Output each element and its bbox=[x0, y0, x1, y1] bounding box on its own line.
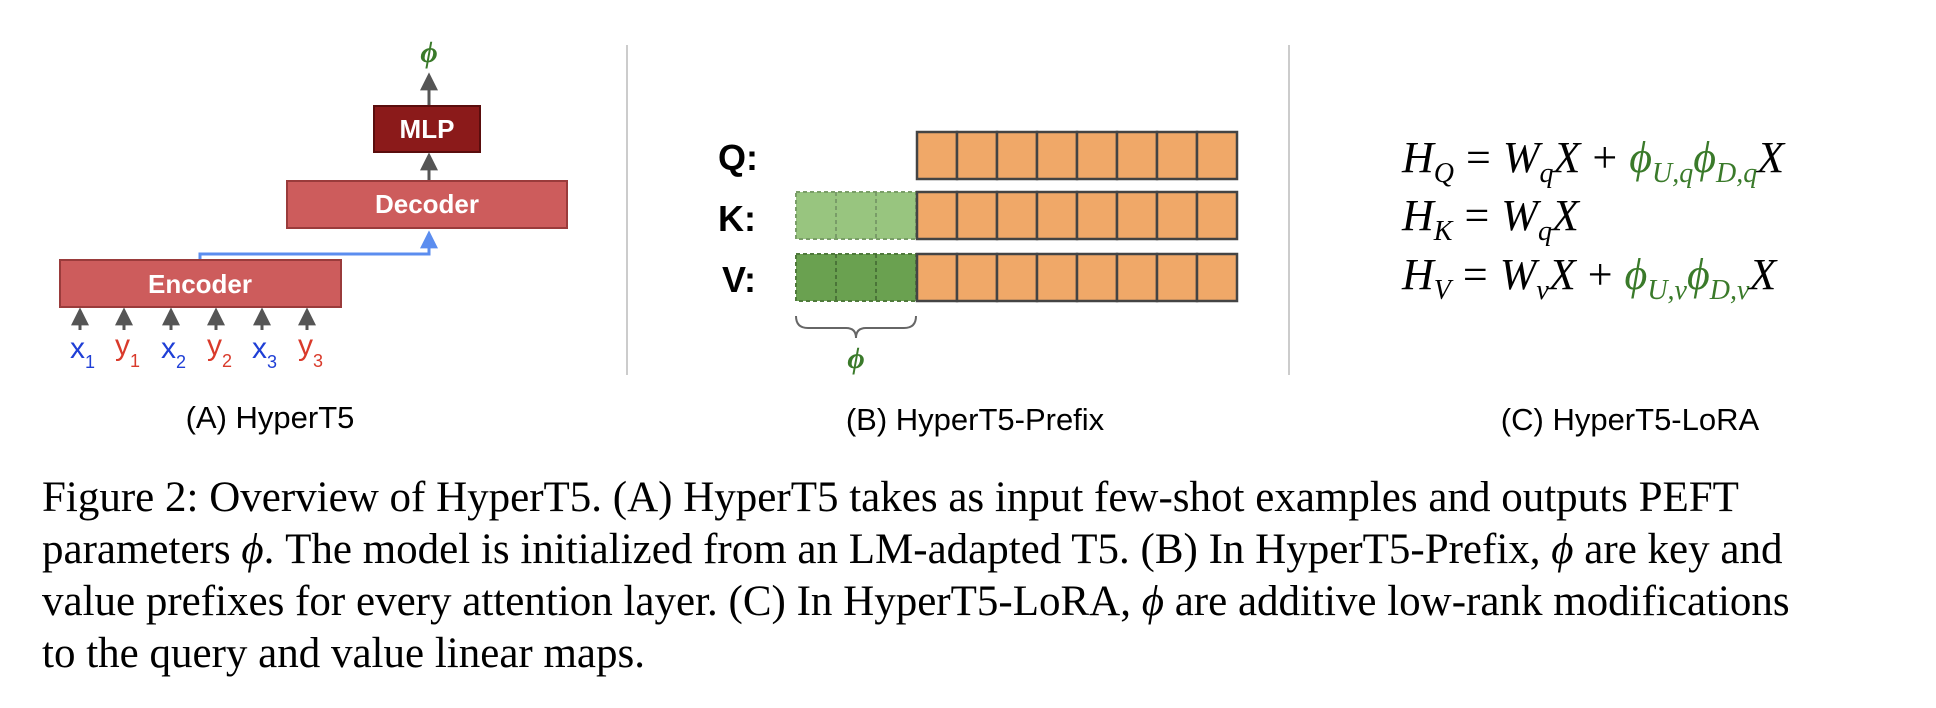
v-token-cell bbox=[1155, 252, 1199, 303]
encoder-block bbox=[59, 259, 342, 308]
k-token-cell bbox=[915, 190, 959, 241]
equation-hk: HK=WqX bbox=[1401, 191, 1581, 247]
q-token-cell bbox=[1075, 130, 1119, 181]
v-token-cell bbox=[1195, 252, 1239, 303]
q-token-cell bbox=[1115, 130, 1159, 181]
encoder-label: Encoder bbox=[148, 269, 252, 299]
panel-c: HQ=WqX+ϕU,qϕD,qX HK=WqX HV=WvX+ϕU,vϕD,vX… bbox=[1401, 133, 1786, 437]
prefix-brace bbox=[795, 315, 917, 339]
input-y2: y2 bbox=[207, 329, 232, 371]
panel-b-caption: (B) HyperT5-Prefix bbox=[846, 402, 1105, 437]
prefix-phi: ϕ bbox=[847, 342, 864, 375]
v-token-cell bbox=[995, 252, 1039, 303]
v-token-cell bbox=[1075, 252, 1119, 303]
panel-a: ϕ MLP Decoder Encoder x1 y1 x2 y2 x3 y bbox=[59, 36, 568, 435]
k-label: K: bbox=[718, 198, 756, 239]
q-token-cell bbox=[1035, 130, 1079, 181]
panel-c-caption: (C) HyperT5-LoRA bbox=[1501, 402, 1760, 437]
decoder-label: Decoder bbox=[375, 189, 479, 219]
v-token-cell bbox=[1035, 252, 1079, 303]
input-x3: x3 bbox=[252, 332, 277, 372]
caption-line-4: to the query and value linear maps. bbox=[42, 630, 645, 677]
decoder-block bbox=[286, 180, 568, 229]
k-prefix-block bbox=[795, 191, 917, 240]
k-token-cell bbox=[1155, 190, 1199, 241]
input-y1: y1 bbox=[115, 329, 140, 371]
figure-caption: Figure 2: Overview of HyperT5. (A) Hyper… bbox=[42, 472, 1902, 680]
q-label: Q: bbox=[718, 137, 758, 178]
mlp-label: MLP bbox=[400, 114, 455, 144]
caption-line-3: value prefixes for every attention layer… bbox=[42, 578, 1790, 625]
caption-line-1: Figure 2: Overview of HyperT5. (A) Hyper… bbox=[42, 474, 1739, 521]
k-token-cell bbox=[1075, 190, 1119, 241]
v-token-cell bbox=[955, 252, 999, 303]
input-tokens: x1 y1 x2 y2 x3 y3 bbox=[70, 307, 323, 372]
v-prefix-block bbox=[795, 253, 917, 302]
k-token-cell bbox=[955, 190, 999, 241]
q-token-cell bbox=[1195, 130, 1239, 181]
q-token-cell bbox=[915, 130, 959, 181]
skip-connection-arrow bbox=[198, 230, 438, 259]
q-token-cell bbox=[1155, 130, 1199, 181]
v-token-cell bbox=[915, 252, 959, 303]
panel-b: Q: K: V: ϕ (B) HyperT5-Prefix bbox=[718, 130, 1239, 437]
k-token-cell bbox=[1035, 190, 1079, 241]
q-token-cell bbox=[995, 130, 1039, 181]
k-token-cell bbox=[995, 190, 1039, 241]
panel-a-output-phi: ϕ bbox=[420, 36, 437, 69]
v-label: V: bbox=[722, 259, 756, 300]
input-x1: x1 bbox=[70, 332, 95, 372]
k-token-cell bbox=[1115, 190, 1159, 241]
equation-hv: HV=WvX+ϕU,vϕD,vX bbox=[1401, 250, 1778, 306]
equation-hq: HQ=WqX+ϕU,qϕD,qX bbox=[1401, 133, 1786, 189]
q-token-cell bbox=[955, 130, 999, 181]
mlp-block bbox=[373, 105, 481, 153]
caption-line-2: parameters ϕ. The model is initialized f… bbox=[42, 526, 1783, 573]
v-token-cell bbox=[1115, 252, 1159, 303]
token-rows bbox=[915, 130, 1239, 303]
input-y3: y3 bbox=[298, 329, 323, 371]
panel-a-caption: (A) HyperT5 bbox=[186, 400, 355, 435]
input-x2: x2 bbox=[161, 332, 186, 372]
figure-canvas: ϕ MLP Decoder Encoder x1 y1 x2 y2 x3 y bbox=[59, 36, 1786, 437]
k-token-cell bbox=[1195, 190, 1239, 241]
